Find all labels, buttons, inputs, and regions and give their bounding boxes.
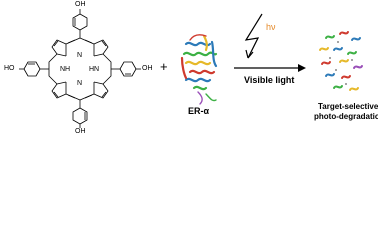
- left-ho-label: HO: [4, 65, 15, 72]
- hv-label: hν: [266, 22, 276, 32]
- top-oh-label: OH: [75, 1, 86, 8]
- reaction-scheme: OH OH HO OH N N NH HN + ER-α hν: [4, 1, 378, 135]
- er-alpha-protein: [180, 34, 218, 105]
- right-oh-label: OH: [142, 65, 153, 72]
- nh-label: NH: [60, 66, 71, 73]
- plus-sign: +: [160, 59, 168, 74]
- n-top-label: N: [77, 52, 83, 59]
- hn-label: HN: [89, 66, 100, 73]
- n-bottom-label: N: [77, 80, 83, 87]
- bottom-oh-label: OH: [75, 128, 86, 135]
- lightning-icon: [244, 13, 263, 59]
- protein-label: ER-α: [188, 106, 210, 116]
- degraded-protein: [319, 31, 363, 91]
- reaction-arrow: [234, 64, 306, 72]
- product-label-line1: Target-selective: [318, 102, 378, 111]
- condition-label: Visible light: [244, 75, 295, 85]
- product-label-line2: photo-degradation: [314, 112, 378, 121]
- porphyrin-structure: [19, 9, 141, 128]
